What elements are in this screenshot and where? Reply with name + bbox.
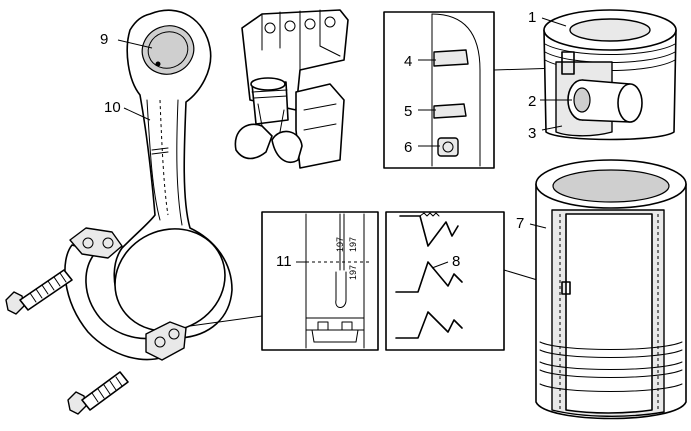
rod-mark-c: 197: [348, 265, 358, 280]
engine-assembly-sketch: [234, 9, 349, 169]
liner-detail-marker: [561, 281, 571, 295]
big-end-bore: [114, 228, 226, 332]
oil-hole: [155, 61, 161, 67]
rod-logo-mark: [151, 147, 169, 155]
cap-ear-top: [69, 227, 123, 259]
ring-end-5: [433, 103, 467, 119]
inset-ring-detail: [383, 11, 495, 169]
callout-9: 9: [100, 31, 108, 48]
cylinder-liner: [535, 159, 687, 420]
rod-inset-link-line: [189, 315, 263, 327]
rod-centerline: [159, 99, 169, 216]
honing-profile-1: [399, 215, 459, 247]
sketch-hand-right: [271, 130, 303, 164]
sketch-hand-left: [234, 123, 273, 160]
inset-honing-pattern: [385, 211, 505, 351]
callout-10: 10: [104, 99, 121, 116]
small-end-bore: [141, 25, 195, 75]
honing-profile-3: [395, 311, 463, 339]
cap-bolt-lower: [67, 371, 129, 415]
callout-1: 1: [528, 9, 536, 26]
callout-11: 11: [276, 253, 292, 270]
piston: [543, 9, 677, 141]
rod-mark-b: 197: [348, 237, 358, 252]
ring-end-4: [433, 49, 469, 67]
connecting-rod: [113, 9, 233, 339]
honing-profile-2: [395, 261, 463, 293]
ring-end-6: [437, 137, 459, 157]
cap-bolt-upper: [5, 269, 73, 315]
callout-3: 3: [528, 125, 536, 142]
callout-4: 4: [404, 53, 412, 70]
rod-mark-a: 197: [335, 237, 345, 252]
cap-ear-bottom: [145, 321, 187, 361]
inset-rod-marking: [261, 211, 379, 351]
bearing-cap: [64, 227, 187, 361]
callout-5: 5: [404, 103, 412, 120]
callout-2: 2: [528, 93, 536, 110]
callout-7: 7: [516, 215, 524, 232]
callout-6: 6: [404, 139, 412, 156]
callout-8: 8: [452, 253, 460, 270]
